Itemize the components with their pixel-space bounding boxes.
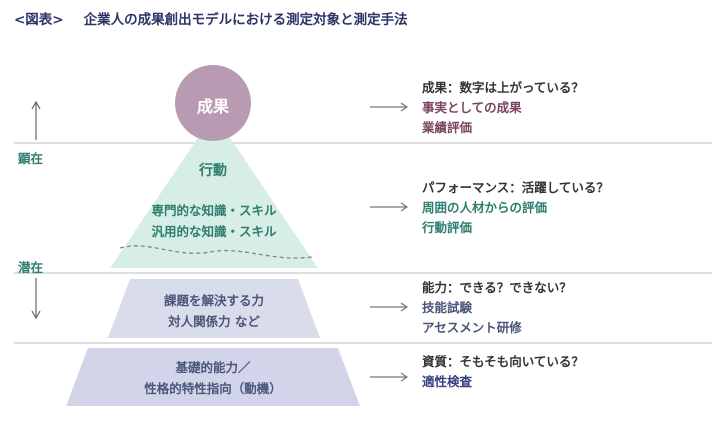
personality-label: 性格的特性指向（動機）	[144, 381, 282, 396]
action-method-2: 行動評価	[422, 220, 473, 235]
arrow-icon	[370, 302, 409, 312]
result-method-group: 成果：数字は上がっている？ 事実としての成果 業績評価	[422, 78, 584, 138]
interpersonal-label: 対人関係力 など	[168, 314, 260, 329]
visible-label: 顕在	[18, 151, 44, 166]
basic-method-1: 適性検査	[422, 374, 473, 389]
action-method-1: 周囲の人材からの評価	[422, 200, 548, 215]
ability-question: 能力：できる？できない？	[422, 280, 572, 295]
basic-ability-label: 基礎的能力／	[175, 360, 251, 375]
result-method-1: 事実としての成果	[422, 100, 522, 115]
result-question: 成果：数字は上がっている？	[422, 80, 584, 95]
general-skill-label: 汎用的な知識・スキル	[151, 224, 277, 239]
action-label: 行動	[199, 163, 227, 179]
ability-tier	[108, 279, 320, 338]
ability-method-1: 技能試験	[422, 300, 473, 315]
ability-method-group: 能力：できる？できない？ 技能試験 アセスメント研修	[422, 278, 572, 338]
problem-solving-label: 課題を解決する力	[163, 293, 264, 308]
result-method-2: 業績評価	[422, 120, 473, 135]
diagram-title: <図表> 企業人の成果創出モデルにおける測定対象と測定手法	[14, 8, 408, 28]
action-method-group: パフォーマンス：活躍している？ 周囲の人材からの評価 行動評価	[422, 178, 609, 238]
basic-method-group: 資質：そもそも向いている？ 適性検査	[422, 352, 584, 392]
arrow-icon	[370, 102, 409, 112]
latent-label: 潜在	[18, 260, 44, 275]
arrow-icon	[370, 372, 409, 382]
ability-method-2: アセスメント研修	[422, 320, 522, 335]
result-label: 成果	[196, 97, 229, 116]
result-circle	[175, 65, 251, 141]
action-skill-tier	[110, 114, 318, 268]
figure-title: 企業人の成果創出モデルにおける測定対象と測定手法	[83, 12, 408, 28]
basic-question: 資質：そもそも向いている？	[422, 354, 584, 369]
basic-tier	[66, 348, 360, 406]
specialized-skill-label: 専門的な知識・スキル	[151, 203, 277, 218]
arrow-icon	[370, 202, 409, 212]
figure-label: <図表>	[14, 12, 64, 28]
action-question: パフォーマンス：活躍している？	[422, 180, 609, 195]
